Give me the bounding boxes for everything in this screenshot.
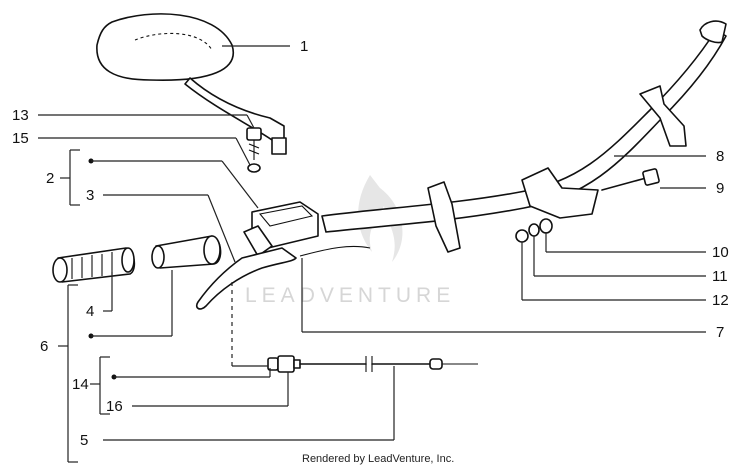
callout-9: 9 (716, 180, 724, 197)
bolt-part (246, 127, 262, 160)
washer-part (247, 163, 261, 173)
washer-part (539, 218, 553, 234)
brake-lever-part (195, 247, 297, 310)
nut-part (515, 229, 529, 243)
callout-14: 14 (72, 376, 89, 393)
callout-1: 1 (300, 38, 308, 55)
cable-connector-part (299, 245, 371, 257)
washer-part (528, 223, 540, 237)
callout-3: 3 (86, 187, 94, 204)
watermark-flame-icon (358, 175, 403, 262)
throttle-grip-part (151, 235, 222, 269)
callout-6: 6 (40, 338, 48, 355)
leader-lines (38, 45, 706, 463)
master-cylinder-part (243, 201, 319, 257)
grip-part (52, 247, 136, 283)
callout-5: 5 (80, 432, 88, 449)
callout-13: 13 (12, 107, 29, 124)
callout-8: 8 (716, 148, 724, 165)
callout-10: 10 (712, 244, 729, 261)
watermark-text: LEADVENTURE (245, 284, 455, 307)
callout-2: 2 (46, 170, 54, 187)
callout-12: 12 (712, 292, 729, 309)
callout-15: 15 (12, 130, 29, 147)
footer-credit: Rendered by LeadVenture, Inc. (302, 453, 454, 465)
callout-7: 7 (716, 324, 724, 341)
handlebar-part (321, 20, 727, 253)
handlebar-bolt-part (601, 168, 660, 191)
throttle-cable-part (267, 355, 478, 373)
callout-11: 11 (712, 268, 728, 285)
mirror-part (96, 13, 287, 155)
callout-16: 16 (106, 398, 123, 415)
callout-labels: 1 2 3 4 5 6 7 8 9 10 11 12 13 14 15 16 (12, 38, 729, 449)
callout-4: 4 (86, 303, 94, 320)
watermark: LEADVENTURE (245, 175, 455, 307)
